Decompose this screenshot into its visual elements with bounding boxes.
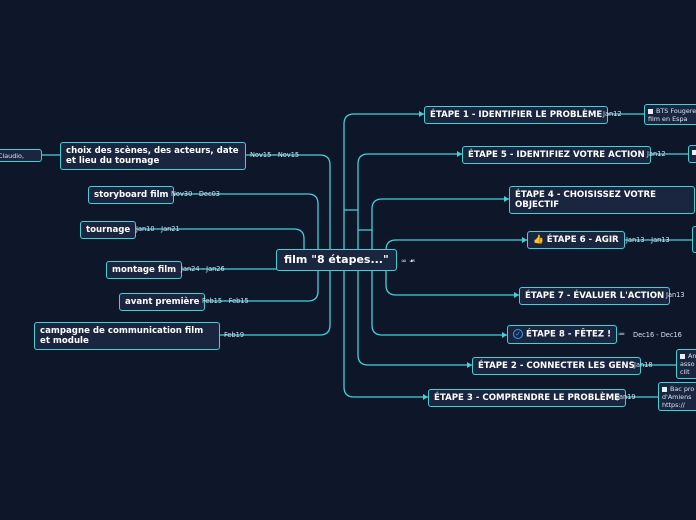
step-date: Jan12 [647, 150, 666, 158]
note-text: Claudio, Flavia [0, 152, 24, 161]
step-date: Jan13 - Jan13 [626, 236, 670, 244]
step-7-node[interactable]: ÉTAPE 7 - ÉVALUER L'ACTION [519, 287, 671, 305]
left-node-tournage[interactable]: tournage [80, 221, 137, 239]
left-node-date: Jan10 - Jan21 [136, 225, 180, 233]
node-label: ÉTAPE 2 - CONNECTER LES GENS [478, 361, 635, 371]
note-step-2[interactable]: An asso clit [676, 349, 696, 379]
note-text: An asso clit [680, 352, 696, 376]
step-date: Jan13 [666, 291, 685, 299]
left-node-choix-scenes[interactable]: choix des scènes, des acteurs, date et l… [60, 142, 246, 170]
step-date: Jan19 [617, 393, 636, 401]
node-label: ÉTAPE 5 - IDENTIFIEZ VOTRE ACTION [468, 150, 645, 160]
step-8-node[interactable]: ✓ÉTAPE 8 - FÊTEZ ! [507, 325, 618, 344]
step-5-node[interactable]: ÉTAPE 5 - IDENTIFIEZ VOTRE ACTION [462, 146, 651, 164]
note-square-icon [680, 353, 685, 359]
left-node-campagne[interactable]: campagne de communication film et module [34, 322, 220, 350]
step-2-node[interactable]: ÉTAPE 2 - CONNECTER LES GENS [472, 357, 641, 375]
note-bac-pro[interactable]: Bac pro d'Amiens https:// [658, 382, 696, 411]
step-1-node[interactable]: ÉTAPE 1 - IDENTIFIER LE PROBLÈME [424, 106, 609, 124]
node-label: montage film [112, 265, 177, 275]
note-step-5[interactable] [688, 145, 696, 163]
left-node-date: Jan24 - Jan26 [181, 265, 225, 273]
node-label: storyboard film [94, 190, 169, 200]
note-step-6[interactable] [692, 226, 696, 253]
node-label: choix des scènes, des acteurs, date et l… [66, 146, 239, 166]
node-label: tournage [86, 225, 131, 235]
step-3-node[interactable]: ÉTAPE 3 - COMPRENDRE LE PROBLÈME [428, 389, 627, 407]
step-date: Jan12 [603, 110, 622, 118]
note-square-icon [648, 108, 653, 114]
central-topic-label: film "8 étapes..." [284, 253, 389, 266]
note-bts-fougeres[interactable]: BTS Fougeres film en Espa [644, 104, 696, 125]
left-node-date: Feb19 [224, 331, 245, 339]
note-square-icon [662, 386, 667, 392]
thumbs-up-icon: 👍 [533, 235, 544, 245]
node-label: ÉTAPE 4 - CHOISISSEZ VOTRE OBJECTIF [515, 190, 657, 210]
note-square-icon [692, 149, 696, 155]
node-label: ÉTAPE 6 - AGIR [546, 235, 619, 245]
node-label: ÉTAPE 1 - IDENTIFIER LE PROBLÈME [430, 110, 603, 120]
left-node-date: Nov15 - Nov15 [250, 151, 300, 159]
node-label: avant première [125, 297, 200, 307]
left-node-montage[interactable]: montage film [106, 261, 183, 279]
note-claudio-flavia[interactable]: Claudio, Flavia [0, 149, 42, 162]
note-text: BTS Fougeres film en Espa [648, 107, 696, 123]
task-list-icon: ≔ [618, 330, 625, 338]
left-node-date: Nov30 - Dec03 [171, 190, 220, 198]
note-text: Bac pro d'Amiens https:// [662, 385, 695, 409]
step-date: Jan18 [634, 361, 653, 369]
step-4-node[interactable]: ÉTAPE 4 - CHOISISSEZ VOTRE OBJECTIF [509, 186, 695, 214]
node-label: ÉTAPE 7 - ÉVALUER L'ACTION [525, 291, 665, 301]
node-label: ÉTAPE 8 - FÊTEZ ! [526, 329, 612, 340]
left-node-avant-premiere[interactable]: avant première [119, 293, 206, 311]
left-node-storyboard[interactable]: storyboard film [88, 186, 175, 204]
check-circle-icon: ✓ [513, 329, 523, 339]
step-date: Dec16 - Dec16 [633, 331, 682, 339]
central-topic[interactable]: film "8 étapes..." [276, 249, 397, 271]
node-label: ÉTAPE 3 - COMPRENDRE LE PROBLÈME [434, 393, 621, 403]
left-node-date: Feb15 - Feb15 [202, 297, 249, 305]
central-topic-icons: ∞ ☙ [401, 257, 416, 265]
step-6-node[interactable]: 👍ÉTAPE 6 - AGIR [527, 231, 625, 249]
node-label: campagne de communication film et module [40, 326, 204, 346]
